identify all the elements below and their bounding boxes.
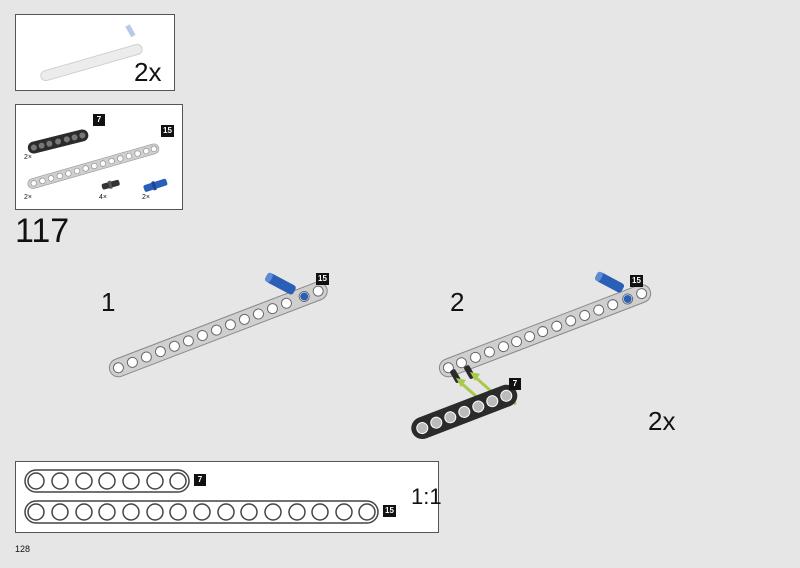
- gray-beam-15-part: [27, 143, 160, 189]
- substep-2-number: 2: [450, 287, 465, 317]
- scale-guide: 7 15 1:1: [15, 461, 442, 533]
- substep-2-black-beam: [411, 384, 518, 440]
- parts-list: 7 15 2× 2× 4× 2×: [15, 104, 183, 210]
- subassembly-callout: 2x: [15, 14, 175, 91]
- substep-2-black-beam-tag: 7: [509, 378, 521, 390]
- black-pin-part: [101, 179, 120, 190]
- substep-2-beam-tag: 15: [630, 275, 643, 287]
- scale-beam-15: [24, 500, 379, 524]
- scale-guide-illustration: [24, 469, 379, 524]
- scale-beam-15-tag: 15: [383, 505, 396, 517]
- step-number: 117: [15, 212, 70, 250]
- substep-1-beam-tag: 15: [316, 273, 329, 285]
- subassembly-multiplier: 2x: [134, 57, 162, 87]
- substep-2-blue-pin: [594, 271, 625, 293]
- black-beam-7-part: [27, 129, 89, 154]
- substep-2-gray-beam: [438, 284, 652, 378]
- black-pin-qty: 4×: [99, 194, 107, 201]
- substep-2-multiplier: 2x: [648, 406, 676, 436]
- page-number: 128: [15, 544, 31, 554]
- blue-axle-pin-part: [143, 178, 168, 192]
- parts-list-illustration: [27, 129, 168, 192]
- substep-1-number: 1: [101, 287, 116, 317]
- substep-1-gray-beam: [108, 281, 328, 378]
- substep-1-blue-pin: [264, 272, 296, 295]
- scale-label: 1:1: [411, 484, 442, 509]
- scale-beam-7-tag: 7: [194, 474, 206, 486]
- blue-axle-pin-qty: 2×: [142, 194, 150, 201]
- scale-beam-7: [24, 469, 190, 493]
- black-beam-7-length-tag: 7: [93, 114, 105, 126]
- black-beam-7-qty: 2×: [24, 154, 32, 161]
- gray-beam-15-qty: 2×: [24, 194, 32, 201]
- subassembly-illustration: [40, 24, 143, 82]
- gray-beam-15-length-tag: 15: [161, 125, 174, 137]
